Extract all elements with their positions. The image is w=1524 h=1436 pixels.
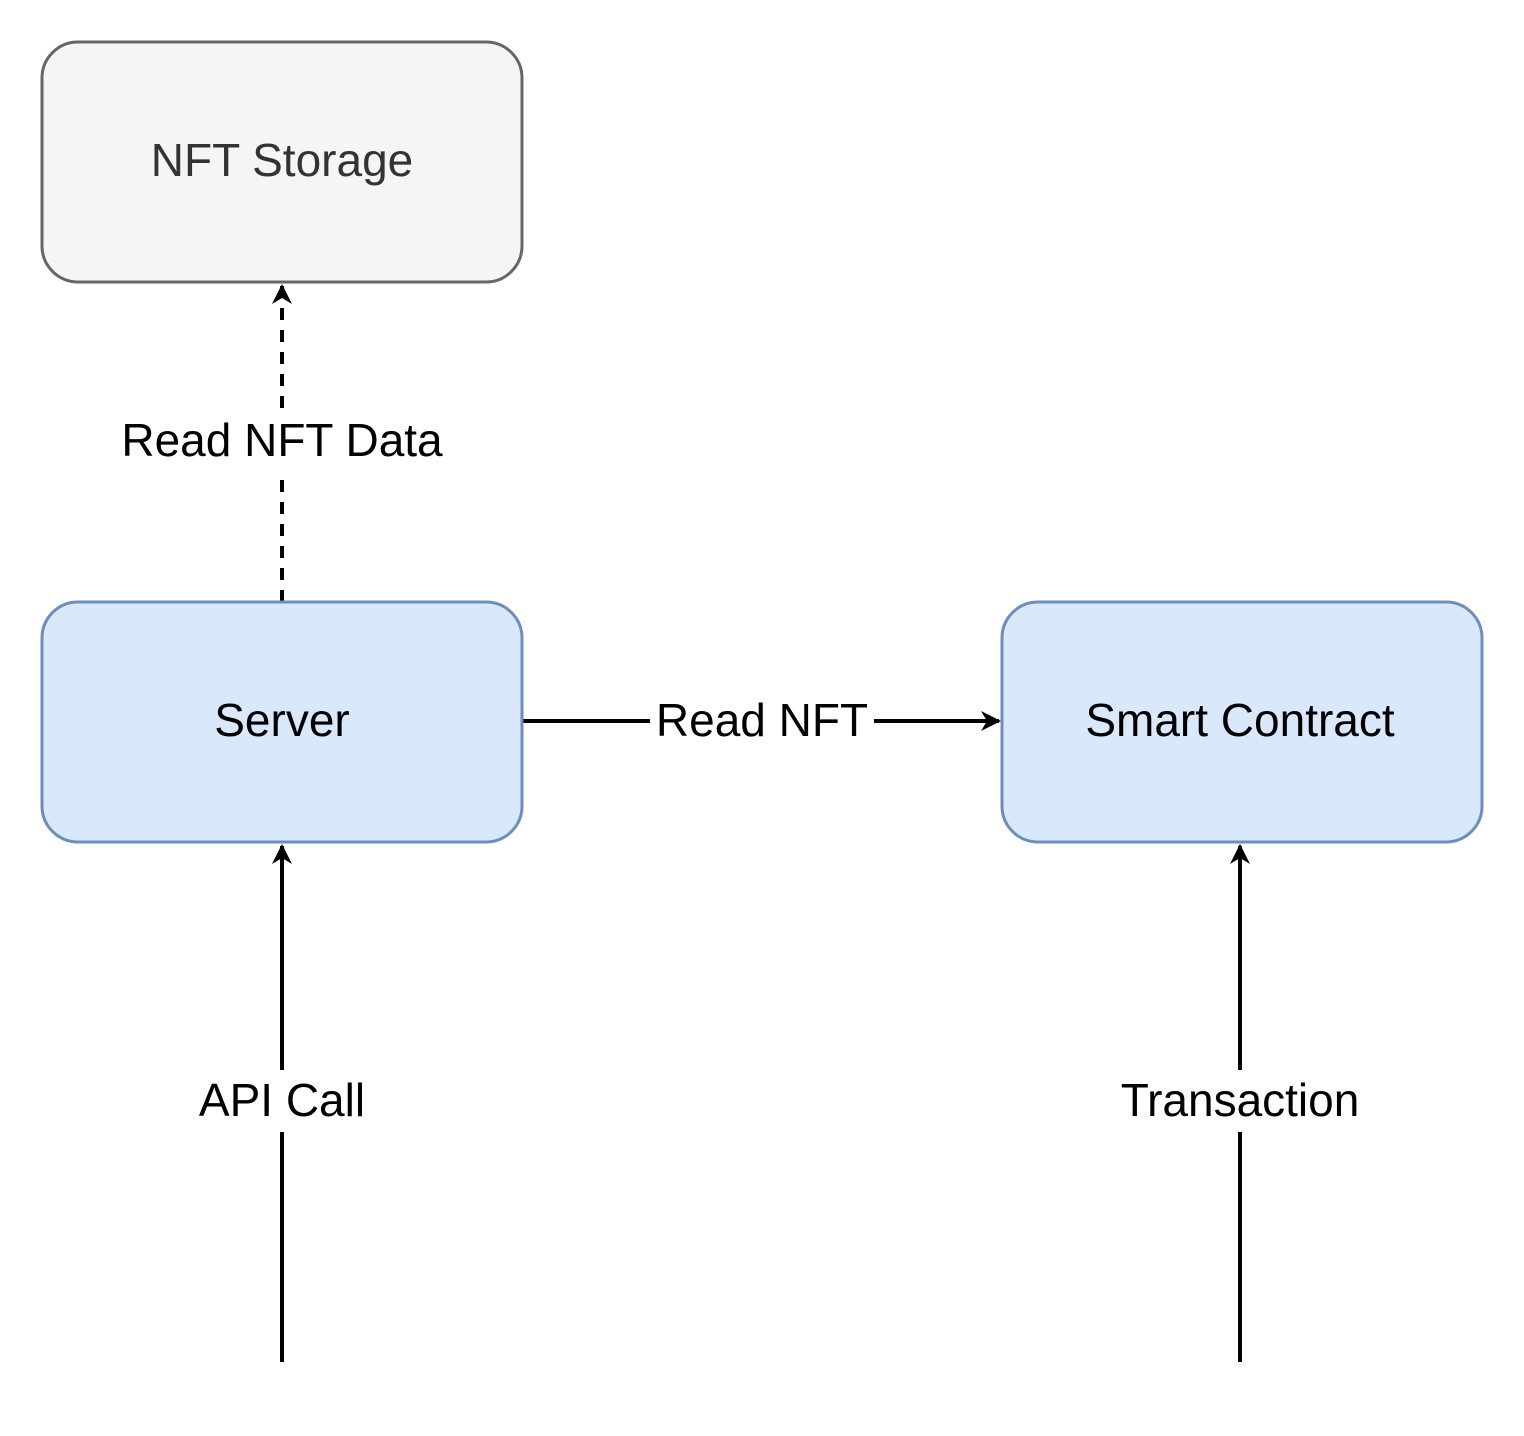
- edge-transaction[interactable]: Transaction: [1121, 844, 1360, 1362]
- edge-read-nft[interactable]: Read NFT: [523, 694, 1001, 746]
- edge-read-nft-data[interactable]: Read NFT Data: [121, 284, 443, 602]
- node-server-label: Server: [214, 694, 349, 746]
- node-smart-contract-label: Smart Contract: [1085, 694, 1395, 746]
- edge-label-read-nft-data: Read NFT Data: [121, 414, 443, 466]
- node-server[interactable]: Server: [40, 600, 524, 844]
- edge-label-api-call: API Call: [199, 1074, 365, 1126]
- edge-api-call[interactable]: API Call: [199, 844, 365, 1362]
- node-nft-storage[interactable]: NFT Storage: [40, 40, 524, 284]
- node-smart-contract-box: [1000, 600, 1484, 844]
- node-nft-storage-box: [40, 40, 524, 284]
- edge-label-transaction: Transaction: [1121, 1074, 1360, 1126]
- node-smart-contract[interactable]: Smart Contract: [1000, 600, 1484, 844]
- node-server-box: [40, 600, 524, 844]
- node-nft-storage-label: NFT Storage: [151, 134, 413, 186]
- edge-label-read-nft: Read NFT: [656, 694, 868, 746]
